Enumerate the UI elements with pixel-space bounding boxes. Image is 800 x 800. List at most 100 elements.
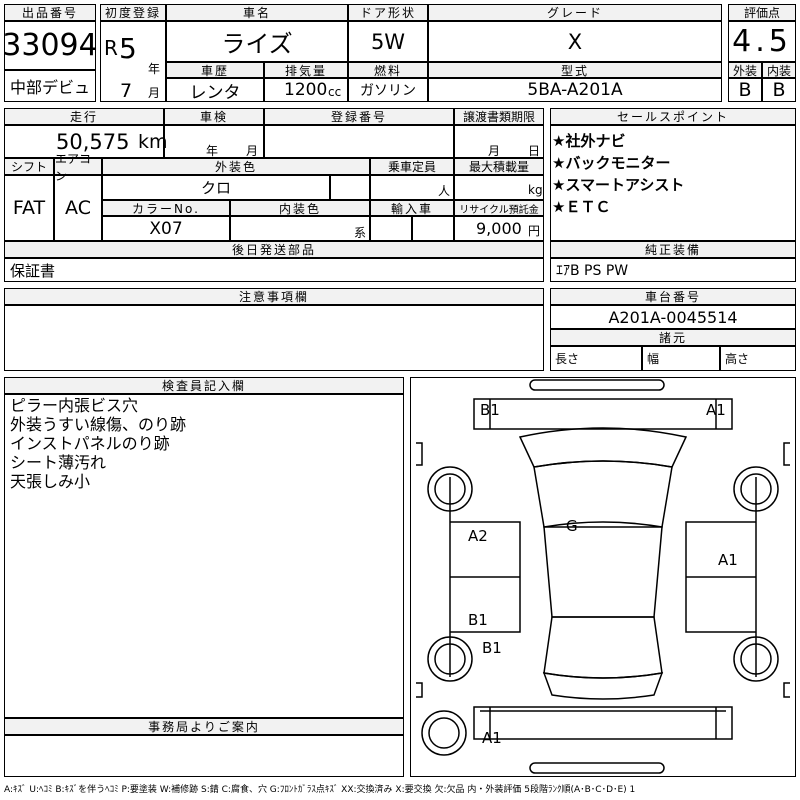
- exterior-grade-label: 外装: [728, 62, 762, 78]
- door-label: ドア形状: [348, 4, 428, 21]
- equipment-box: [550, 258, 796, 282]
- history-label: 車歴: [166, 62, 264, 78]
- shift: FAT: [12, 197, 46, 219]
- damage-mark: A2: [468, 527, 488, 545]
- inspector-notes-box: [4, 394, 404, 718]
- month-unit: 月: [148, 85, 161, 100]
- venue: 中部デビュ: [9, 78, 90, 97]
- inspector-note: シート薄汚れ: [10, 453, 107, 472]
- inspector-note: ピラー内張ビス穴: [10, 396, 139, 415]
- car-name: ライズ: [221, 30, 293, 58]
- color-number-label: カラーNo.: [102, 200, 230, 216]
- interior-grade-label: 内装: [762, 62, 796, 78]
- length-label: 長さ: [555, 352, 580, 366]
- registration-number-label: 登録番号: [264, 108, 454, 125]
- first-registration-box: [100, 21, 166, 102]
- capacity-label: 乗車定員: [370, 158, 454, 175]
- first-registration-label: 初度登録: [100, 4, 166, 21]
- sales-point: ★バックモニター: [552, 154, 671, 172]
- damage-mark: A1: [718, 551, 738, 569]
- height-label: 高さ: [725, 352, 750, 366]
- car-name-label: 車名: [166, 4, 348, 21]
- grade-label: グレード: [428, 4, 722, 21]
- car-damage-diagram: B1 A1 G A2 A1 B1 B1 A1: [416, 379, 790, 774]
- sales-point: ★ＥＴＣ: [552, 198, 611, 216]
- transfer-day-unit: 日: [528, 143, 541, 158]
- inspector-note: インストパネルのり跡: [10, 434, 170, 453]
- inspector-notes-list: ピラー内張ビス穴 外装うすい線傷、のり跡 インストパネルのり跡 シート薄汚れ 天…: [10, 396, 186, 491]
- inspector-note: 外装うすい線傷、のり跡: [10, 415, 187, 434]
- fuel: ガソリン: [360, 83, 416, 99]
- sales-point: ★社外ナビ: [552, 132, 626, 150]
- interior-color-suffix: 系: [354, 225, 367, 240]
- registration-year: 5: [119, 31, 137, 65]
- width-box: [642, 346, 720, 371]
- interior-color-label: 内装色: [230, 200, 370, 216]
- grade-box: [428, 21, 722, 62]
- transfer-month-unit: 月: [488, 143, 501, 158]
- color-number-box: [102, 216, 230, 241]
- year-unit: 年: [148, 61, 161, 76]
- car-diagram-frame: [410, 377, 796, 777]
- later-parts: 保証書: [10, 261, 56, 280]
- grade: X: [567, 29, 583, 54]
- damage-mark: A1: [482, 729, 502, 747]
- sales-points-box: [550, 125, 796, 241]
- recycle-box: [454, 216, 544, 241]
- interior-grade-box: [762, 78, 796, 102]
- sales-points-label: セールスポイント: [550, 108, 796, 125]
- exterior-grade-box: [728, 78, 762, 102]
- displacement-box: [264, 78, 348, 102]
- office-info-label: 事務局よりご案内: [4, 718, 404, 735]
- import-box-a: [370, 216, 412, 241]
- chassis-number-label: 車台番号: [550, 288, 796, 305]
- lot-number-box: [4, 21, 96, 70]
- car-name-box: [166, 21, 348, 62]
- mileage-box: [4, 125, 164, 158]
- history: レンタ: [189, 82, 241, 103]
- inspection-box: [164, 125, 264, 158]
- score: 4.5: [732, 24, 792, 59]
- mileage: 50,575: [56, 129, 130, 154]
- notes-box: [4, 305, 544, 371]
- registration-number-box: [264, 125, 454, 158]
- later-parts-label: 後日発送部品: [4, 241, 544, 258]
- chassis-number: A201A-0045514: [608, 307, 738, 327]
- exterior-color-label: 外装色: [102, 158, 370, 175]
- chassis-number-box: [550, 305, 796, 329]
- mileage-unit: km: [138, 130, 168, 153]
- displacement: 1200: [284, 80, 328, 100]
- model: 5BA-A201A: [527, 80, 623, 100]
- fuel-box: [348, 78, 428, 102]
- load-box: [454, 175, 544, 200]
- exterior-color-extra: [330, 175, 370, 200]
- door: 5W: [370, 29, 406, 54]
- ac-box: [54, 175, 102, 241]
- transfer-deadline-box: [454, 125, 544, 158]
- ac: AC: [65, 197, 91, 219]
- recycle-label: リサイクル預託金: [454, 200, 544, 216]
- exterior-grade: B: [738, 79, 752, 101]
- office-info-box: [4, 735, 404, 777]
- mileage-label: 走行: [4, 108, 164, 125]
- lot-number-label: 出品番号: [4, 4, 96, 21]
- door-box: [348, 21, 428, 62]
- width-label: 幅: [647, 352, 660, 366]
- registration-month: 7: [120, 80, 133, 102]
- score-box: [728, 21, 796, 62]
- displacement-unit: cc: [328, 85, 342, 99]
- era: R: [104, 36, 118, 60]
- load-unit: kg: [528, 183, 543, 197]
- shift-box: [4, 175, 54, 241]
- damage-mark: B1: [468, 611, 488, 629]
- load-label: 最大積載量: [454, 158, 544, 175]
- import-label: 輸入車: [370, 200, 454, 216]
- venue-box: [4, 70, 96, 102]
- sales-point: ★スマートアシスト: [552, 176, 685, 194]
- color-number: X07: [149, 218, 183, 239]
- legend: A:ｷｽﾞ U:ﾍｺﾐ B:ｷｽﾞを伴うﾍｺﾐ P:要塗装 W:補修跡 S:錆 …: [4, 784, 636, 795]
- score-label: 評価点: [728, 4, 796, 21]
- damage-mark: A1: [706, 401, 726, 419]
- transfer-deadline-label: 譲渡書類期限: [454, 108, 544, 125]
- displacement-label: 排気量: [264, 62, 348, 78]
